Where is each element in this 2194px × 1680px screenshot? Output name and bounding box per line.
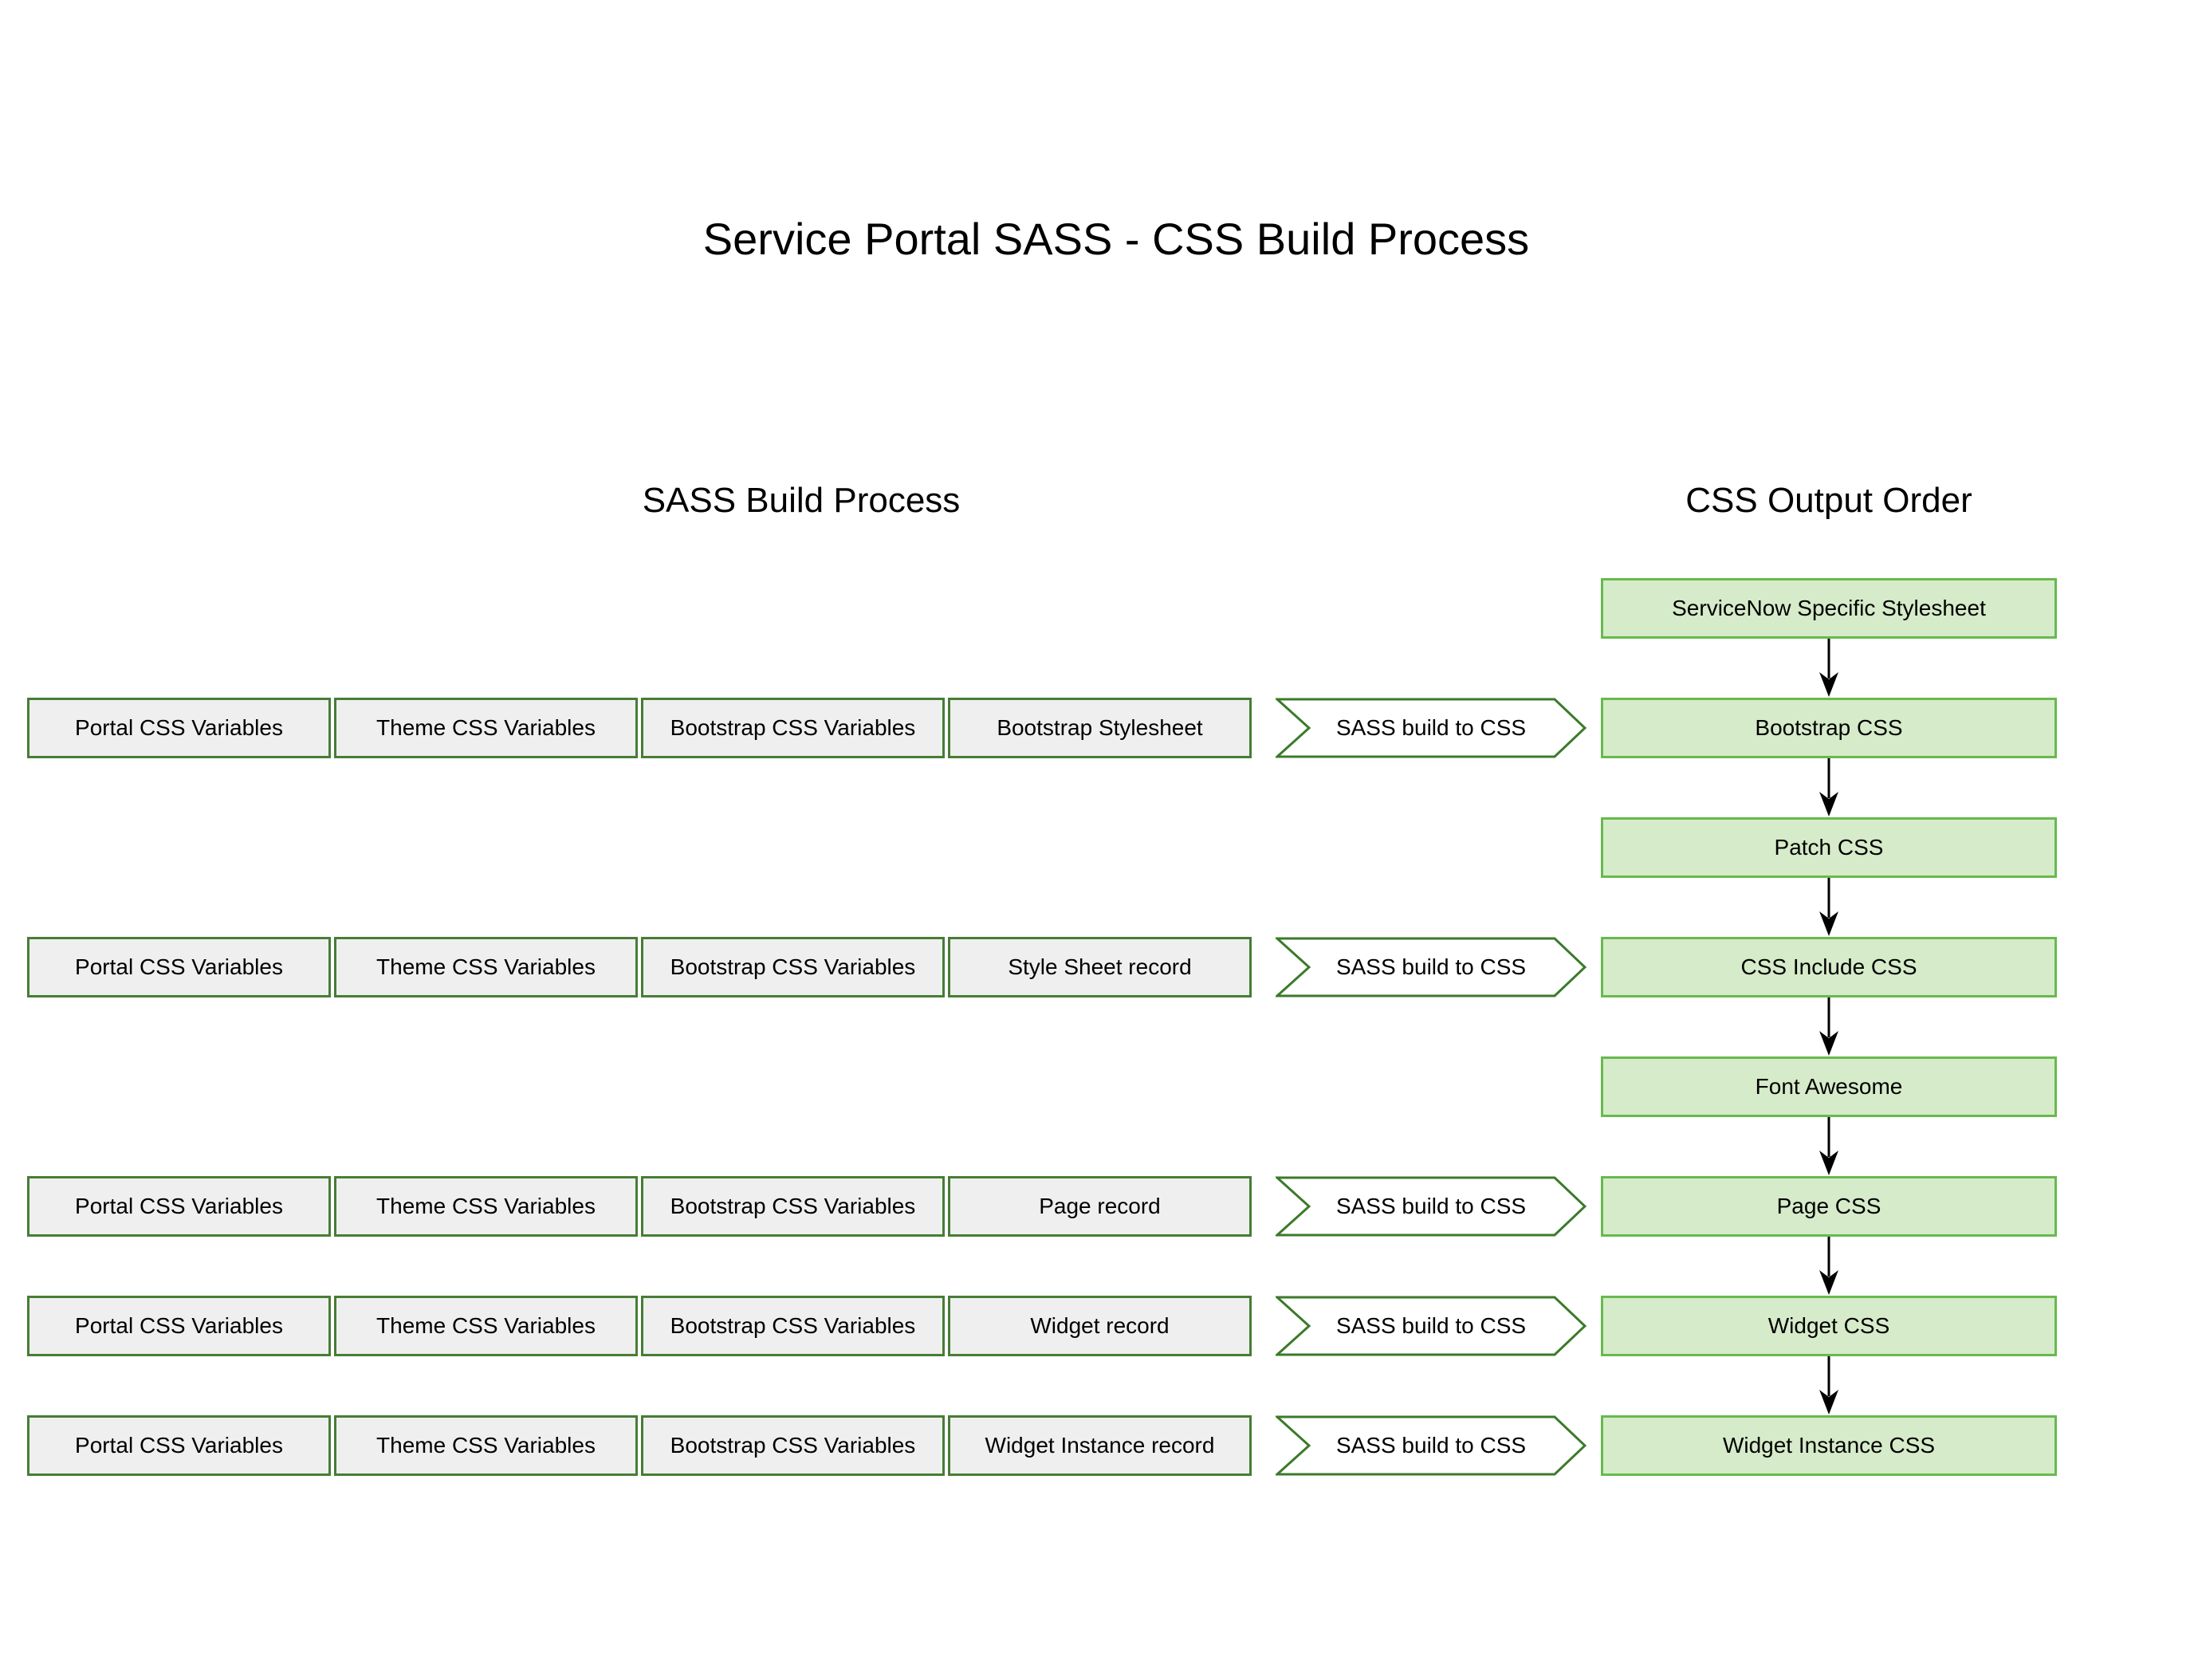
theme-css-variables-box: Theme CSS Variables: [334, 1176, 638, 1237]
css-output-order-heading: CSS Output Order: [1685, 481, 1972, 520]
chevron-arrow-shape: [1276, 1176, 1587, 1237]
sass-build-row: Portal CSS Variables Theme CSS Variables…: [27, 1176, 1252, 1237]
source-record-box: Bootstrap Stylesheet: [948, 698, 1252, 758]
chevron-label: SASS build to CSS: [1335, 1194, 1527, 1218]
theme-css-variables-box: Theme CSS Variables: [334, 1296, 638, 1356]
portal-css-variables-box: Portal CSS Variables: [27, 937, 331, 997]
down-arrow-icon: [1819, 997, 1838, 1056]
output-box: Page CSS: [1601, 1176, 2057, 1237]
output-box: Widget Instance CSS: [1601, 1415, 2057, 1476]
bootstrap-css-variables-box: Bootstrap CSS Variables: [641, 1296, 945, 1356]
chevron-arrow-shape: [1276, 1415, 1587, 1476]
sass-build-chevron: SASS build to CSS: [1276, 937, 1587, 997]
sass-build-process-heading: SASS Build Process: [642, 481, 961, 520]
down-arrow-icon: [1819, 1117, 1838, 1175]
chevron-arrow-shape: [1276, 698, 1587, 758]
sass-build-chevron: SASS build to CSS: [1276, 1296, 1587, 1356]
bootstrap-css-variables-box: Bootstrap CSS Variables: [641, 937, 945, 997]
theme-css-variables-box: Theme CSS Variables: [334, 1415, 638, 1476]
output-box: Patch CSS: [1601, 817, 2057, 878]
output-box: Bootstrap CSS: [1601, 698, 2057, 758]
down-arrow-icon: [1819, 639, 1838, 697]
sass-build-row: Portal CSS Variables Theme CSS Variables…: [27, 1296, 1252, 1356]
down-arrow-icon: [1819, 878, 1838, 936]
sass-build-chevron: SASS build to CSS: [1276, 1176, 1587, 1237]
source-record-box: Style Sheet record: [948, 937, 1252, 997]
output-box: Font Awesome: [1601, 1056, 2057, 1117]
theme-css-variables-box: Theme CSS Variables: [334, 698, 638, 758]
down-arrow-icon: [1819, 1356, 1838, 1414]
chevron-label: SASS build to CSS: [1335, 1433, 1527, 1458]
output-box: Widget CSS: [1601, 1296, 2057, 1356]
sass-build-chevron: SASS build to CSS: [1276, 698, 1587, 758]
diagram-title: Service Portal SASS - CSS Build Process: [702, 214, 1530, 264]
portal-css-variables-box: Portal CSS Variables: [27, 1176, 331, 1237]
down-arrow-icon: [1819, 1237, 1838, 1295]
source-record-box: Widget Instance record: [948, 1415, 1252, 1476]
portal-css-variables-box: Portal CSS Variables: [27, 1415, 331, 1476]
bootstrap-css-variables-box: Bootstrap CSS Variables: [641, 1176, 945, 1237]
source-record-box: Widget record: [948, 1296, 1252, 1356]
bootstrap-css-variables-box: Bootstrap CSS Variables: [641, 698, 945, 758]
sass-build-row: Portal CSS Variables Theme CSS Variables…: [27, 1415, 1252, 1476]
chevron-label: SASS build to CSS: [1335, 954, 1527, 979]
output-box: CSS Include CSS: [1601, 937, 2057, 997]
portal-css-variables-box: Portal CSS Variables: [27, 1296, 331, 1356]
theme-css-variables-box: Theme CSS Variables: [334, 937, 638, 997]
chevron-arrow-shape: [1276, 937, 1587, 997]
bootstrap-css-variables-box: Bootstrap CSS Variables: [641, 1415, 945, 1476]
chevron-label: SASS build to CSS: [1335, 715, 1527, 740]
output-box: ServiceNow Specific Stylesheet: [1601, 578, 2057, 639]
portal-css-variables-box: Portal CSS Variables: [27, 698, 331, 758]
sass-build-chevron: SASS build to CSS: [1276, 1415, 1587, 1476]
sass-build-row: Portal CSS Variables Theme CSS Variables…: [27, 937, 1252, 997]
chevron-arrow-shape: [1276, 1296, 1587, 1356]
source-record-box: Page record: [948, 1176, 1252, 1237]
chevron-label: SASS build to CSS: [1335, 1313, 1527, 1338]
sass-build-row: Portal CSS Variables Theme CSS Variables…: [27, 698, 1252, 758]
down-arrow-icon: [1819, 758, 1838, 816]
